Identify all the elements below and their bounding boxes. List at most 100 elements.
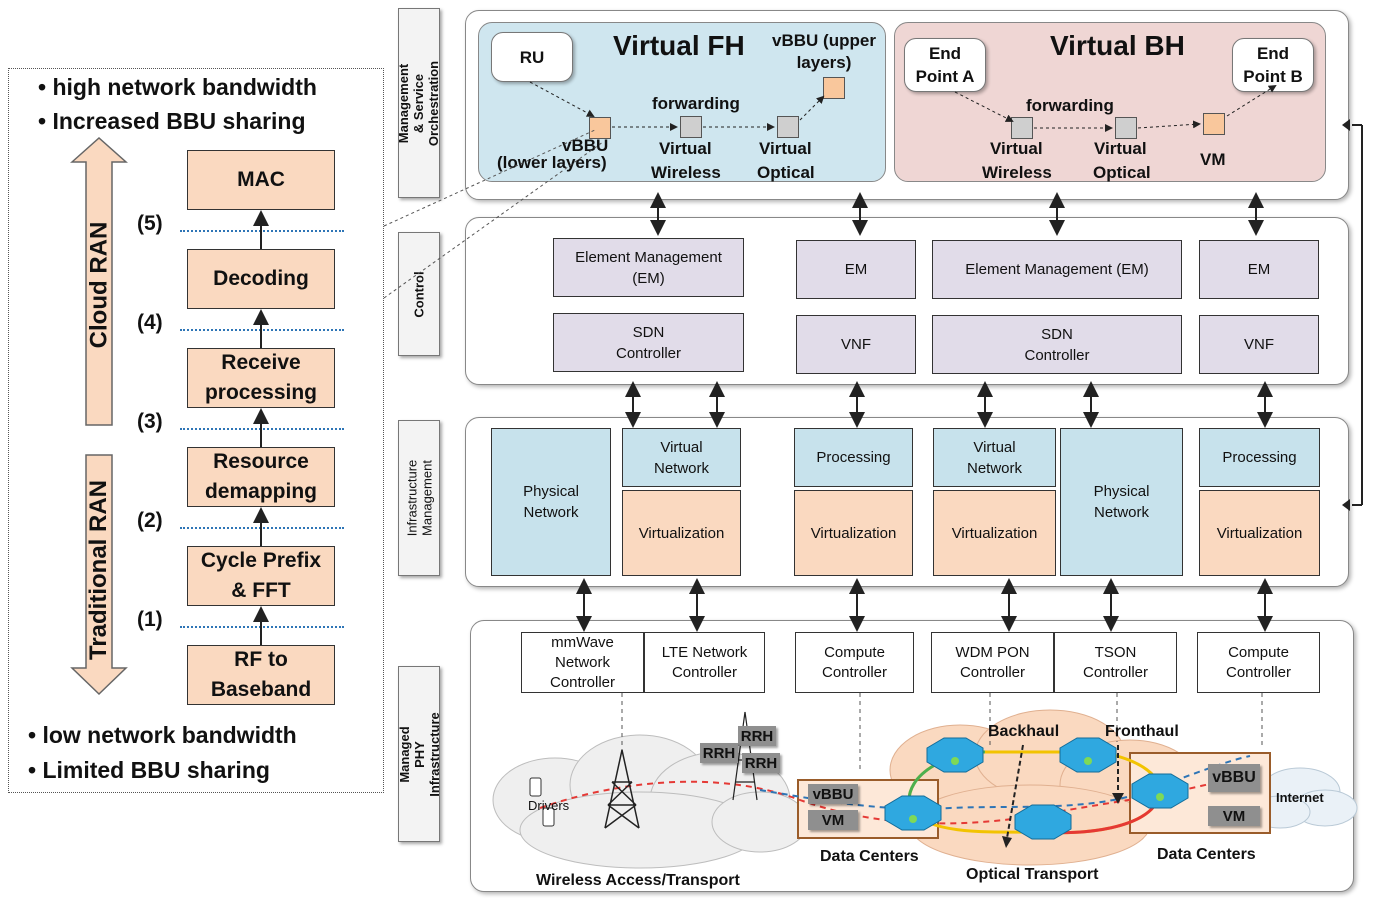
bh-virtual-wireless-label-2: Wireless [982, 163, 1052, 182]
infra-processing-2: Processing [1199, 428, 1320, 487]
stage-decoding: Decoding [187, 249, 335, 309]
bh-virtual-wireless-node [1011, 117, 1033, 139]
tab-control: Control [398, 232, 440, 356]
rrh-badge-1: RRH [738, 726, 776, 746]
split-label-5: (5) [137, 212, 163, 235]
optical-switch-icons [884, 737, 1189, 840]
split-label-4: (4) [137, 311, 163, 334]
top-bullet-2-text: Increased BBU sharing [52, 108, 306, 134]
infra-processing-1: Processing [794, 428, 913, 487]
zoom-line-upper [383, 129, 596, 227]
internet-label: Internet [1276, 790, 1324, 805]
vbbu-upper-node [823, 77, 845, 99]
wireless-access-label: Wireless Access/Transport [536, 872, 740, 889]
fh-virtual-optical-label-2: Optical [757, 163, 815, 182]
control-em-4: EM [1199, 240, 1319, 299]
fh-virtual-wireless-label-2: Wireless [651, 163, 721, 182]
infra-virtualization-1: Virtualization [622, 490, 741, 576]
bh-virtual-optical-label-1: Virtual [1094, 139, 1147, 158]
fh-virtual-wireless-node [680, 116, 702, 138]
phone-icon-2 [542, 807, 555, 827]
drivers-label: Drivers [528, 798, 570, 813]
bh-virtual-optical-node [1115, 117, 1137, 139]
virtual-bh-title: Virtual BH [1050, 30, 1185, 61]
cloud-ran-arrow [70, 136, 128, 426]
rrh-badge-2: RRH [700, 743, 738, 763]
optical-transport-label: Optical Transport [966, 866, 1099, 883]
fh-virtual-optical-label-1: Virtual [759, 139, 812, 158]
data-centers-left-label: Data Centers [820, 848, 919, 865]
vbbu-lower-label-2: (lower layers) [497, 153, 607, 172]
cell-tower-icon [604, 749, 640, 829]
bottom-bullet-1: • low network bandwidth [28, 722, 297, 748]
tab-orchestration: Management & Service Orchestration [397, 8, 442, 198]
bottom-bullet-2-text: Limited BBU sharing [42, 757, 270, 783]
infra-virtualization-2: Virtualization [794, 490, 913, 576]
backhaul-label: Backhaul [988, 723, 1060, 740]
bh-forwarding-label: forwarding [1026, 96, 1114, 115]
vbbu-lower-node [589, 117, 611, 139]
vbbu-lower-label-1: vBBU [562, 136, 609, 155]
stage-cp-fft: Cycle Prefix& FFT [187, 546, 335, 606]
rrh-badge-3: RRH [742, 753, 780, 773]
vm-badge-right: VM [1208, 806, 1260, 826]
infra-virtualization-4: Virtualization [1199, 490, 1320, 576]
stage-mac: MAC [187, 150, 335, 210]
fh-virtual-wireless-label-1: Virtual [659, 139, 712, 158]
bh-vm-node [1203, 113, 1225, 135]
top-bullet-1: • high network bandwidth [38, 74, 317, 100]
tab-infrastructure: Infrastructure Management [398, 420, 440, 576]
bh-virtual-wireless-label-1: Virtual [990, 139, 1043, 158]
vbbu-upper-label: vBBU (upper layers) [772, 31, 876, 72]
ru-node: RU [491, 32, 573, 82]
control-vnf-2: VNF [1199, 315, 1319, 374]
virtual-fh-title: Virtual FH [613, 30, 745, 61]
data-centers-right-label: Data Centers [1157, 846, 1256, 863]
top-bullet-1-text: high network bandwidth [52, 74, 317, 100]
fh-virtual-optical-node [777, 116, 799, 138]
control-em-1: Element Management(EM) [553, 238, 744, 297]
split-label-2: (2) [137, 509, 163, 532]
tab-phy: Managed PHY Infrastructure [397, 666, 442, 842]
blue-dashed-path [759, 755, 1251, 810]
fh-forwarding-label: forwarding [652, 94, 740, 113]
bottom-bullet-1-text: low network bandwidth [42, 722, 297, 748]
bottom-bullet-2: • Limited BBU sharing [28, 757, 270, 783]
fronthaul-label: Fronthaul [1105, 723, 1179, 740]
vm-badge-left: VM [808, 810, 858, 830]
split-label-1: (1) [137, 608, 163, 631]
bh-vm-label: VM [1200, 150, 1226, 169]
phone-icon-1 [529, 777, 542, 797]
wireless-access-cloud [492, 734, 809, 869]
vbbu-badge-right: vBBU [1208, 764, 1260, 792]
traditional-ran-arrow [70, 454, 128, 696]
control-em-2: EM [796, 240, 916, 299]
infra-virtualization-3: Virtualization [933, 490, 1056, 576]
control-vnf-1: VNF [796, 315, 916, 374]
split-label-3: (3) [137, 410, 163, 433]
vbbu-badge-left: vBBU [808, 784, 858, 804]
control-em-3: Element Management (EM) [932, 240, 1182, 299]
top-bullet-2: • Increased BBU sharing [38, 108, 306, 134]
bh-virtual-optical-label-2: Optical [1093, 163, 1151, 182]
zoom-line-lower [383, 141, 604, 299]
